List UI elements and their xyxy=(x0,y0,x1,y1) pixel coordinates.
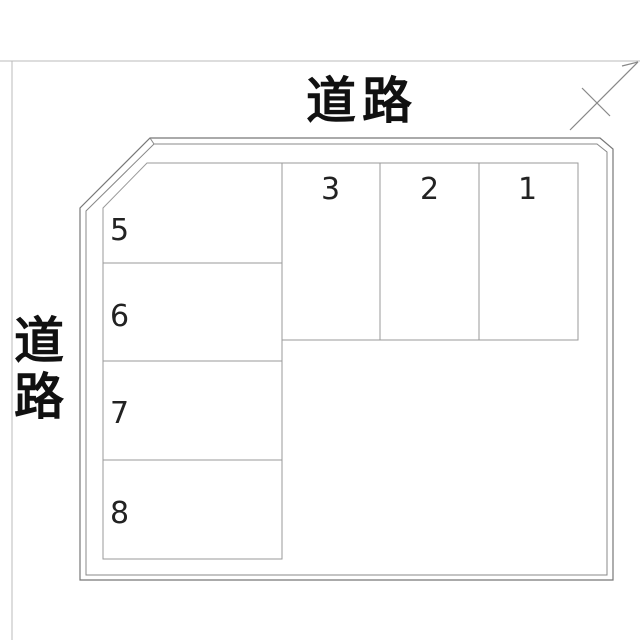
road-label-left: 道路 xyxy=(6,314,64,426)
space-number-2: 2 xyxy=(420,172,440,207)
parking-space-1 xyxy=(478,162,579,341)
site-boundary-outer xyxy=(79,137,614,581)
site-boundary-inner xyxy=(85,143,608,576)
space-number-6: 6 xyxy=(110,299,130,334)
north-arrow-icon xyxy=(569,61,639,131)
space-number-8: 8 xyxy=(110,496,130,531)
parking-space-7 xyxy=(102,360,283,461)
parking-space-6 xyxy=(102,262,283,362)
space-number-3: 3 xyxy=(321,172,341,207)
space-number-5: 5 xyxy=(110,213,130,248)
road-label-top: 道路 xyxy=(306,72,418,130)
site-boundary-corner-detail xyxy=(149,137,155,145)
space-number-1: 1 xyxy=(518,172,538,207)
parking-space-8 xyxy=(102,459,283,560)
space-number-7: 7 xyxy=(110,396,130,431)
parking-space-5 xyxy=(102,162,283,264)
